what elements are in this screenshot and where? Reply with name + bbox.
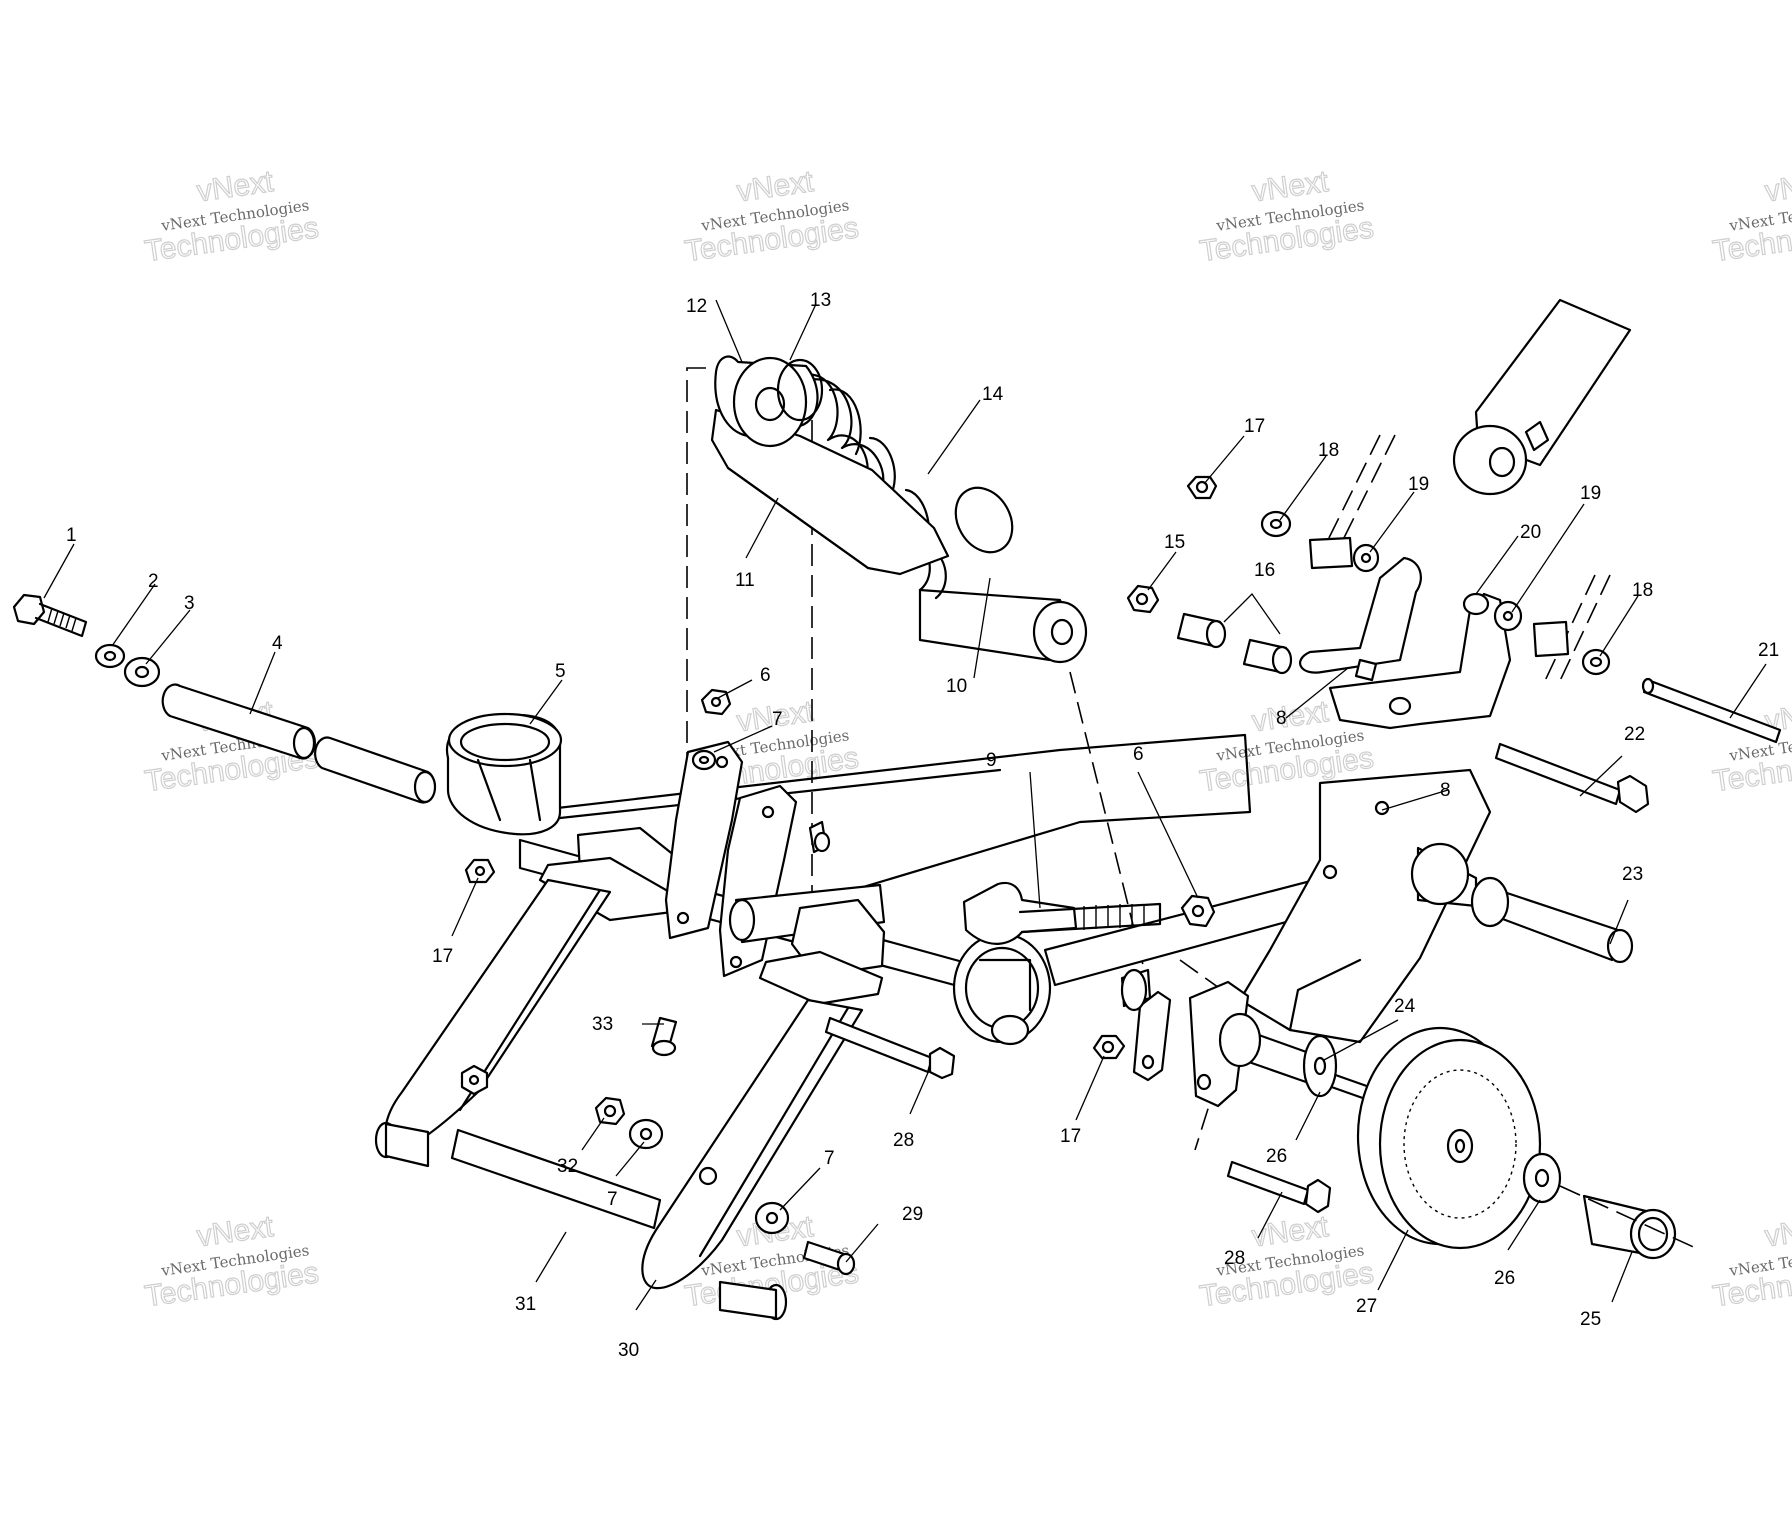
washer-7-top bbox=[691, 749, 717, 771]
callout-9: 9 bbox=[986, 750, 997, 771]
watermark: vNext vNext Technologies Technologies bbox=[1197, 1209, 1376, 1313]
callout-6: 6 bbox=[760, 665, 771, 686]
callout-15: 15 bbox=[1164, 532, 1185, 553]
callout-33: 33 bbox=[592, 1014, 613, 1035]
callout-8: 8 bbox=[1440, 780, 1451, 801]
screw-33 bbox=[650, 1016, 678, 1057]
upper-link-group bbox=[1126, 298, 1782, 814]
callout-12: 12 bbox=[686, 296, 707, 317]
bolt-1 bbox=[12, 593, 88, 638]
shaft-4 bbox=[161, 683, 437, 804]
callout-26: 26 bbox=[1266, 1146, 1287, 1167]
axle-bracket bbox=[1120, 968, 1380, 1108]
axle-23 bbox=[1410, 842, 1634, 964]
watermark: vNext vNext Technologies Technologies bbox=[682, 164, 861, 268]
callout-8: 8 bbox=[1276, 708, 1287, 729]
pin-hole bbox=[698, 1166, 718, 1186]
callout-11: 11 bbox=[735, 570, 755, 591]
washer-7-right bbox=[754, 1201, 790, 1235]
nut-17-right bbox=[1092, 1034, 1126, 1060]
adjuster-rod-9 bbox=[962, 881, 1162, 945]
lower-arms bbox=[374, 878, 864, 1321]
callout-2: 2 bbox=[148, 571, 159, 592]
callout-28: 28 bbox=[893, 1130, 914, 1151]
washer-26 bbox=[1522, 1152, 1562, 1204]
callout-5: 5 bbox=[555, 661, 566, 682]
callout-20: 20 bbox=[1520, 522, 1541, 543]
spacer-25 bbox=[1582, 1194, 1677, 1260]
bolt-28-right bbox=[1226, 1160, 1332, 1214]
callout-26: 26 bbox=[1494, 1268, 1515, 1289]
callout-3: 3 bbox=[184, 593, 195, 614]
watermark: vNext vNext Technologies Technologies bbox=[142, 164, 321, 268]
svg-text:vNext: vNext bbox=[1763, 165, 1792, 208]
front-arm-frame bbox=[445, 712, 1492, 1046]
washer-24 bbox=[1302, 1034, 1338, 1098]
callout-18: 18 bbox=[1632, 580, 1653, 601]
assembly-line bbox=[1332, 434, 1396, 561]
nut-6-right bbox=[1180, 894, 1216, 928]
screw-29 bbox=[802, 1240, 856, 1276]
washer-7-lower bbox=[628, 1118, 664, 1150]
callout-32: 32 bbox=[557, 1156, 578, 1177]
callout-23: 23 bbox=[1622, 864, 1643, 885]
callout-1: 1 bbox=[66, 525, 77, 546]
shock-absorber bbox=[710, 355, 1088, 664]
callout-7: 7 bbox=[772, 709, 783, 730]
callout-31: 31 bbox=[515, 1294, 536, 1315]
callout-16: 16 bbox=[1254, 560, 1275, 581]
callout-29: 29 bbox=[902, 1204, 923, 1225]
callout-6: 6 bbox=[1133, 744, 1144, 765]
callout-7: 7 bbox=[607, 1189, 618, 1210]
bolt-28-left bbox=[824, 1016, 956, 1080]
watermark: vNext vNext Technologies Technologies bbox=[1197, 164, 1376, 268]
svg-text:vNext: vNext bbox=[1763, 1210, 1792, 1253]
assembly-line bbox=[1542, 574, 1596, 686]
callout-19: 19 bbox=[1580, 483, 1601, 504]
nut-32 bbox=[594, 1096, 626, 1126]
callout-7: 7 bbox=[824, 1148, 835, 1169]
callout-21: 21 bbox=[1758, 640, 1779, 661]
callout-19: 19 bbox=[1408, 474, 1429, 495]
assembly-line bbox=[1179, 959, 1237, 1001]
callout-17: 17 bbox=[1244, 416, 1265, 437]
watermark: vNext vNext Technologies Technologies bbox=[1710, 164, 1792, 268]
callout-17: 17 bbox=[432, 946, 453, 967]
watermark: vNext vNext Technologies Technologies bbox=[142, 1209, 321, 1313]
callout-30: 30 bbox=[618, 1340, 639, 1361]
callout-13: 13 bbox=[810, 290, 831, 311]
callout-leaders bbox=[43, 299, 1767, 1311]
callout-14: 14 bbox=[982, 384, 1004, 405]
assembly-line bbox=[1317, 434, 1381, 561]
washer-3 bbox=[123, 656, 161, 688]
washer-2 bbox=[94, 643, 126, 669]
assembly-line bbox=[686, 367, 706, 808]
assembly-lines bbox=[686, 367, 1611, 1151]
watermark: vNext vNext Technologies Technologies bbox=[1710, 1209, 1792, 1313]
callout-28: 28 bbox=[1224, 1248, 1245, 1269]
callout-24: 24 bbox=[1394, 996, 1416, 1017]
nut-17-left bbox=[464, 858, 496, 884]
callout-10: 10 bbox=[946, 676, 967, 697]
callout-27: 27 bbox=[1356, 1296, 1377, 1317]
callout-25: 25 bbox=[1580, 1309, 1601, 1330]
callout-22: 22 bbox=[1624, 724, 1645, 745]
callout-17: 17 bbox=[1060, 1126, 1081, 1147]
callout-labels: 1 2 3 4 5 6 6 7 7 7 8 8 9 10 11 12 13 14… bbox=[66, 290, 1779, 1361]
callout-18: 18 bbox=[1318, 440, 1339, 461]
assembly-line bbox=[1557, 574, 1611, 686]
assembly-line bbox=[1559, 1185, 1701, 1251]
callout-4: 4 bbox=[272, 633, 283, 654]
wheel-27 bbox=[1356, 1026, 1542, 1250]
